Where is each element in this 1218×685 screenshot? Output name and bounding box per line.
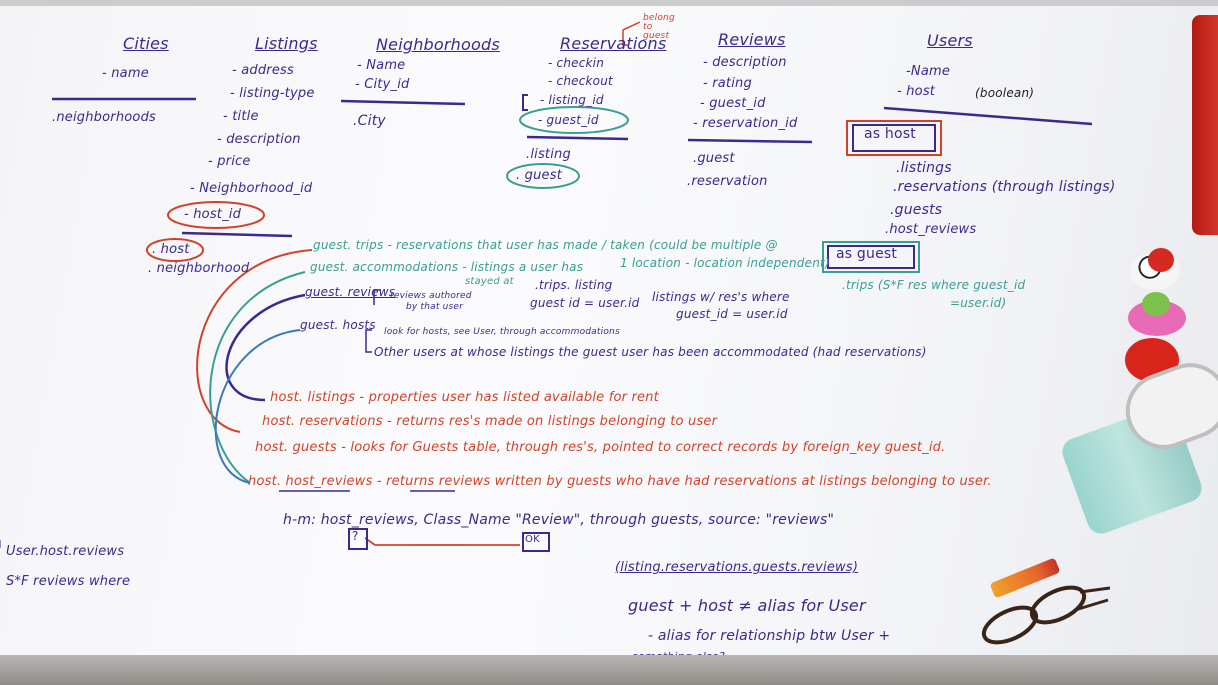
note-hosts-explain: look for hosts, see User, through accomm… bbox=[384, 327, 620, 337]
neighborhoods-field: - Name bbox=[357, 58, 406, 73]
note-guest-accom: guest. accommodations - listings a user … bbox=[310, 260, 584, 274]
host-assoc: .reservations (through listings) bbox=[893, 179, 1116, 195]
board-frame bbox=[0, 0, 1218, 6]
reviews-field: - reservation_id bbox=[693, 116, 798, 131]
neighborhoods-assoc: .City bbox=[353, 113, 386, 129]
listings-title: Listings bbox=[255, 34, 318, 53]
listings-field: - price bbox=[208, 154, 251, 169]
listings-field: - title bbox=[223, 109, 259, 124]
as-guest-label: as guest bbox=[836, 246, 898, 262]
note-host-res: host. reservations - returns res's made … bbox=[262, 414, 718, 429]
note-stayed-at: stayed at bbox=[465, 276, 514, 287]
note-other-users: Other users at whose listings the guest … bbox=[374, 345, 927, 359]
host-assoc: .guests bbox=[890, 202, 943, 218]
note-guest-trips: guest. trips - reservations that user ha… bbox=[313, 238, 778, 252]
listings-assoc: . neighborhood bbox=[148, 261, 250, 276]
as-guest-outer-box bbox=[822, 241, 920, 273]
listings-field: - description bbox=[217, 132, 301, 147]
red-object bbox=[1192, 15, 1218, 235]
eyeglasses bbox=[981, 585, 1110, 645]
users-field-note: (boolean) bbox=[975, 86, 1035, 100]
question-box bbox=[348, 528, 368, 550]
note-host-reviews: host. host_reviews - returns reviews wri… bbox=[248, 474, 992, 489]
as-host-label: as host bbox=[864, 126, 916, 142]
users-field: - host bbox=[897, 84, 936, 99]
note-host-guests: host. guests - looks for Guests table, t… bbox=[255, 440, 946, 455]
note-guest-hosts: guest. hosts bbox=[300, 318, 376, 332]
note-path: (listing.reservations.guests.reviews) bbox=[615, 560, 859, 575]
note-has-many: h-m: host_reviews, Class_Name "Review", … bbox=[283, 512, 835, 528]
reservations-assoc: . guest bbox=[516, 168, 563, 183]
reviews-field: - guest_id bbox=[700, 96, 766, 111]
neighborhoods-field: - City_id bbox=[355, 77, 410, 92]
reviews-field: - description bbox=[703, 55, 787, 70]
reservations-field: - listing_id bbox=[540, 93, 604, 107]
reservations-field: - checkout bbox=[548, 74, 613, 88]
listings-field: - Neighborhood_id bbox=[190, 181, 313, 196]
reservations-field: - guest_id bbox=[538, 113, 599, 127]
host-assoc: .host_reviews bbox=[885, 222, 977, 237]
reviews-field: - rating bbox=[703, 76, 752, 91]
as-host-outer-box bbox=[846, 120, 942, 156]
question-mark: ? bbox=[352, 529, 359, 543]
listings-field: - host_id bbox=[184, 207, 242, 222]
ok-box bbox=[522, 532, 550, 552]
note-guest-id-eq: guest_id = user.id bbox=[676, 307, 788, 321]
cities-field: - name bbox=[102, 66, 149, 81]
reservations-field: - checkin bbox=[548, 56, 605, 70]
reservations-title: Reservations bbox=[560, 34, 667, 53]
host-assoc: .listings bbox=[896, 160, 952, 176]
as-guest-inner-box bbox=[827, 245, 915, 269]
neighborhoods-title: Neighborhoods bbox=[376, 35, 500, 54]
note-host-listings: host. listings - properties user has lis… bbox=[270, 390, 659, 405]
note-alias: guest + host ≠ alias for User bbox=[628, 596, 866, 615]
ok-label: OK bbox=[525, 534, 540, 545]
note-guest-reviews: guest. reviews bbox=[305, 285, 396, 299]
reviews-assoc: .reservation bbox=[687, 174, 768, 189]
toy-duck-2-head bbox=[1142, 292, 1170, 316]
reviews-assoc: .guest bbox=[693, 151, 735, 166]
note-alias-2: - alias for relationship btw User + bbox=[648, 628, 891, 644]
toy-duck-1-head bbox=[1148, 248, 1174, 272]
note-by-user: by that user bbox=[406, 302, 464, 312]
note-reviews-authored: reviews authored bbox=[390, 291, 472, 301]
listings-assoc: . host bbox=[152, 242, 190, 257]
reviews-title: Reviews bbox=[718, 30, 786, 49]
as-host-inner-box bbox=[852, 124, 936, 152]
note-guest-id: guest id = user.id bbox=[530, 296, 640, 310]
note-left-2: S*F reviews where bbox=[6, 574, 131, 589]
guest-trips: .trips (S*F res where guest_id bbox=[842, 278, 1026, 292]
note-trips-listing: .trips. listing bbox=[535, 278, 613, 292]
note-left-1: User.host.reviews bbox=[6, 544, 125, 559]
note-listings-res: listings w/ res's where bbox=[652, 290, 790, 304]
reservations-note: belong to guest bbox=[643, 13, 675, 41]
reservations-assoc: .listing bbox=[526, 147, 571, 162]
note-location: 1 location - location independent) bbox=[620, 256, 830, 270]
guest-trips-cont: =user.id) bbox=[950, 296, 1007, 310]
listings-field: - address bbox=[232, 63, 294, 78]
cities-title: Cities bbox=[123, 34, 169, 53]
listings-field: - listing-type bbox=[230, 86, 315, 101]
users-field: -Name bbox=[906, 64, 951, 79]
users-title: Users bbox=[927, 31, 973, 50]
cities-assoc: .neighborhoods bbox=[52, 110, 156, 125]
whiteboard-ledge bbox=[0, 655, 1218, 685]
